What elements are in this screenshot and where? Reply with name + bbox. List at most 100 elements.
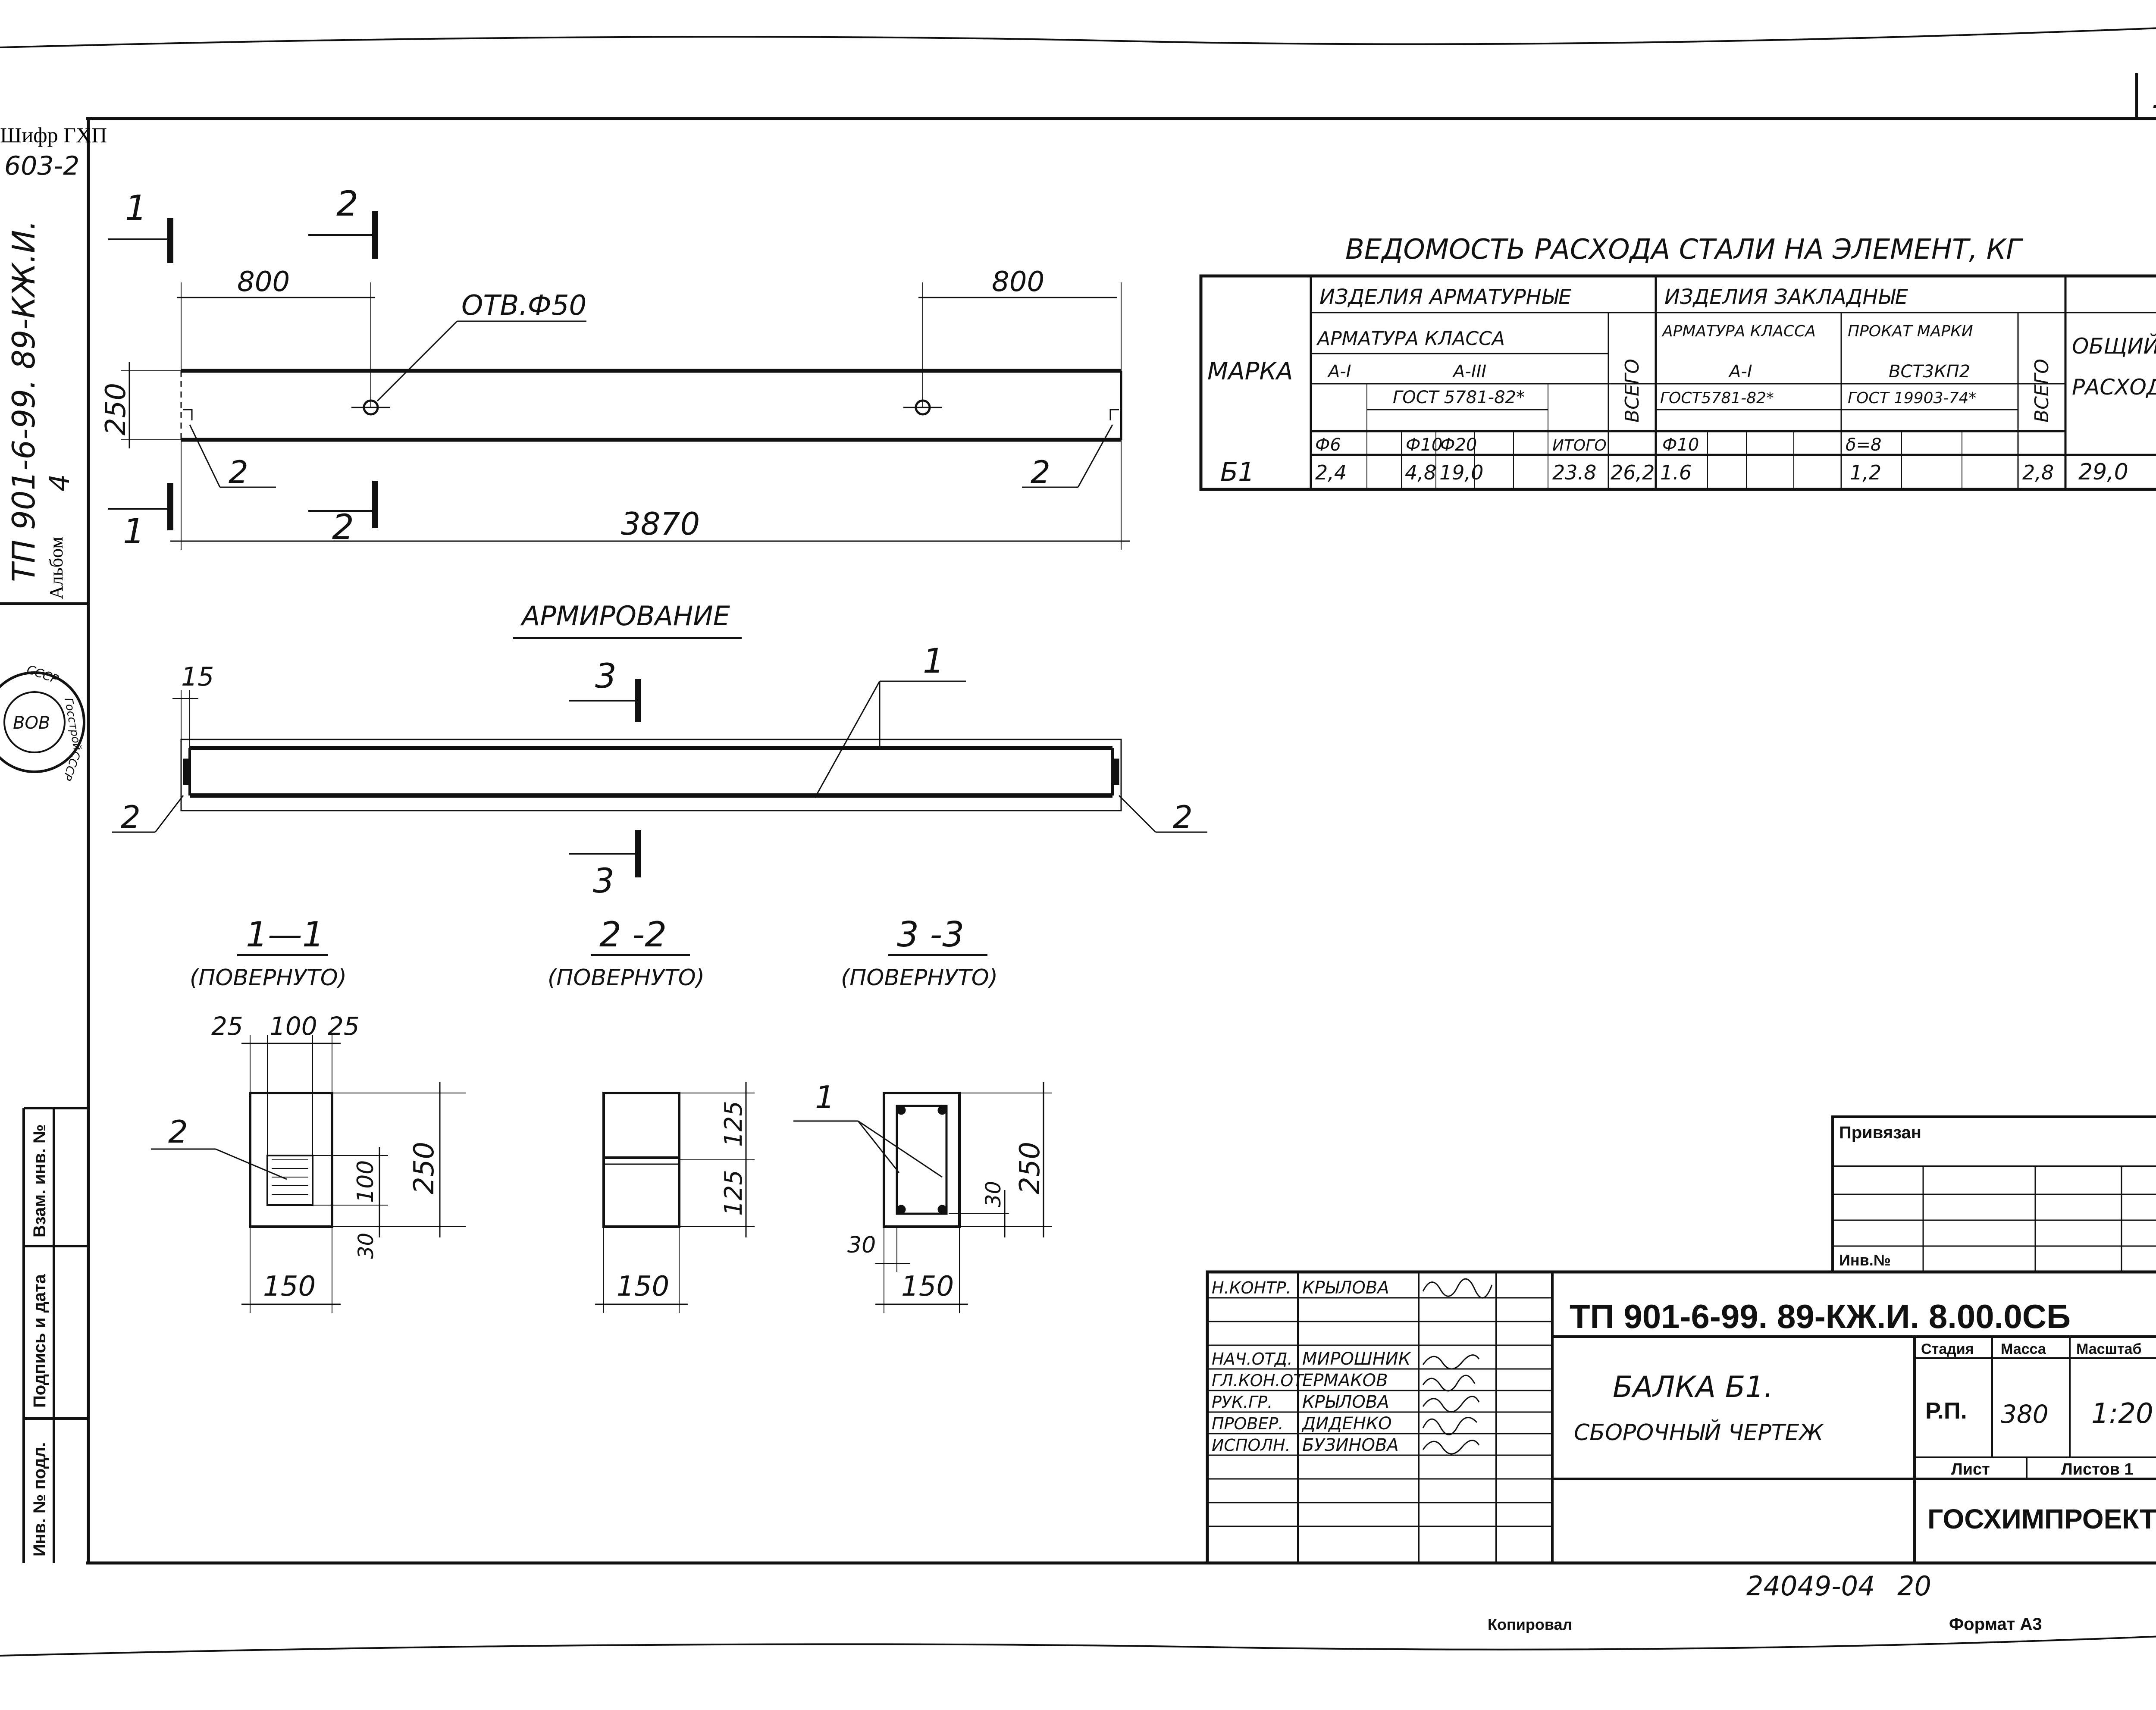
strip-label-replaced: Взам. инв. №	[30, 1124, 49, 1237]
s3-dim-30-v: 30	[981, 1181, 1006, 1207]
item-mark-right: 2	[1031, 454, 1050, 490]
stamp-text-3: ВОВ	[13, 713, 50, 733]
cell-f20: 19,0	[1439, 461, 1483, 484]
cell-emb-total: 2,8	[2022, 461, 2054, 484]
stage-label: Стадия	[1921, 1341, 1974, 1357]
dim-total-3870: 3870	[621, 506, 700, 542]
th-total-emb: ВСЕГО	[2031, 359, 2053, 423]
inv-label: Инв.№	[1839, 1251, 1891, 1269]
strip-label-original: Инв. № подл.	[30, 1442, 49, 1557]
sig-role-1: НАЧ.ОТД.	[1212, 1350, 1293, 1369]
reinf-section-mark-bottom: 3	[593, 862, 614, 901]
reinf-section-mark-top: 3	[595, 657, 617, 696]
mass-label: Масса	[2001, 1341, 2046, 1357]
s1-item-mark: 2	[168, 1114, 188, 1150]
main-title-block	[1206, 1270, 2156, 1565]
th-overall: ОБЩИЙ	[2072, 333, 2156, 359]
sig-role-2: ГЛ.КОН.ОТ	[1212, 1371, 1304, 1390]
cell-f10: 4,8	[1405, 461, 1436, 484]
s2-dim-125-top: 125	[720, 1101, 748, 1147]
s1-dim-25-left: 25	[211, 1012, 243, 1041]
th-rebar-items: ИЗДЕЛИЯ АРМАТУРНЫЕ	[1319, 285, 1572, 309]
sub-emb-f10: Ф10	[1662, 435, 1699, 455]
cell-rebar-total: 26,2	[1611, 461, 1655, 484]
cell-overall: 29,0	[2078, 459, 2128, 485]
dim-height-250: 250	[100, 383, 132, 435]
beam-elevation	[108, 211, 1130, 550]
th-embedded-items: ИЗДЕЛИЯ ЗАКЛАДНЫЕ	[1664, 285, 1908, 309]
sub-f10: Ф10	[1406, 435, 1442, 455]
bottom-page: 20	[1897, 1570, 1931, 1602]
sig-name-3: КРЫЛОВА	[1302, 1392, 1389, 1412]
s1-dim-100-v: 100	[353, 1160, 379, 1203]
doc-code: ТП 901-6-99. 89-КЖ.И. 8.00.0СБ	[1570, 1297, 2071, 1335]
sig-name-2: ЕРМАКОВ	[1302, 1371, 1388, 1391]
side-stamp: Шифр ГХП 603-2 ТП 901-6-99. 89-КЖ.И. Аль…	[0, 123, 107, 782]
s1-dim-100: 100	[270, 1012, 317, 1041]
dim-left-800: 800	[237, 266, 290, 298]
s2-dim-150: 150	[617, 1271, 669, 1303]
section-2-title: 2 -2	[599, 915, 667, 955]
steel-table-title: ВЕДОМОСТЬ РАСХОДА СТАЛИ НА ЭЛЕМЕНТ, КГ	[1345, 234, 2023, 266]
scale-value: 1:20	[2091, 1398, 2153, 1430]
left-binding-strip	[22, 1107, 88, 1563]
page-number: 19	[2152, 78, 2156, 116]
sig-name-0: КРЫЛОВА	[1302, 1278, 1389, 1298]
sig-name-5: БУЗИНОВА	[1302, 1435, 1399, 1455]
th-mark: МАРКА	[1207, 357, 1293, 385]
sig-role-0: Н.КОНТР.	[1212, 1278, 1291, 1297]
sig-role-4: ПРОВЕР.	[1212, 1414, 1283, 1433]
th-overall-2: РАСХОД	[2072, 375, 2156, 400]
sub-f6: Ф6	[1315, 435, 1341, 455]
side-album-label: Альбом	[46, 537, 67, 599]
bottom-number: 24049-04	[1746, 1570, 1875, 1602]
th-emb-gost-rebar: ГОСТ5781-82*	[1660, 389, 1774, 407]
sheet-label: Лист	[1951, 1460, 1990, 1478]
section-1-subtitle: (ПОВЕРНУТО)	[190, 965, 347, 991]
stage-value: Р.П.	[1925, 1398, 1967, 1424]
section-3-subtitle: (ПОВЕРНУТО)	[841, 965, 998, 991]
reinf-item-mark-2-right: 2	[1173, 799, 1193, 835]
reinforcement-title: АРМИРОВАНИЕ	[520, 600, 730, 632]
side-album-number: 4	[44, 474, 76, 492]
mass-value: 380	[2001, 1400, 2049, 1429]
s1-dim-150: 150	[263, 1271, 316, 1303]
scale-label: Масштаб	[2076, 1341, 2141, 1357]
organization: ГОСХИМПРОЕКТ	[1927, 1503, 2156, 1535]
format-label: Формат А3	[1949, 1615, 2042, 1634]
th-emb-steel: ВСТ3КП2	[1889, 362, 1970, 382]
sub-f20: Ф20	[1440, 435, 1477, 455]
sig-role-3: РУК.ГР.	[1212, 1393, 1272, 1412]
s1-dim-30: 30	[354, 1233, 378, 1259]
strip-label-signature: Подпись и дата	[30, 1274, 49, 1408]
section-3-3	[793, 1082, 1052, 1313]
s3-dim-30-h: 30	[847, 1232, 876, 1258]
item-mark-left: 2	[229, 454, 248, 490]
sig-name-4: ДИДЕНКО	[1301, 1414, 1392, 1434]
hole-label: ОТВ.Ф50	[461, 290, 586, 322]
tied-label: Привязан	[1839, 1123, 1921, 1142]
cell-rebar-subtotal: 23.8	[1552, 461, 1596, 484]
section-3-title: 3 -3	[897, 915, 964, 955]
cell-emb-plate: 1,2	[1850, 461, 1881, 484]
th-total-rebar: ВСЕГО	[1621, 359, 1643, 423]
th-class-a3: А-III	[1452, 362, 1486, 382]
stamp-text-0: СССР	[25, 662, 60, 687]
cell-f6: 2,4	[1315, 461, 1347, 484]
s3-item-mark: 1	[815, 1079, 835, 1115]
reinforcement-view	[112, 679, 1207, 877]
sig-role-5: ИСПОЛН.	[1212, 1436, 1291, 1455]
round-stamp	[0, 671, 85, 773]
th-emb-class-a1: А-I	[1728, 362, 1752, 382]
handwritten-signatures	[1422, 1278, 1493, 1455]
th-gost-rebar: ГОСТ 5781-82*	[1393, 388, 1525, 407]
row-mark: Б1	[1220, 457, 1254, 487]
section-mark-1-top: 1	[125, 188, 147, 228]
side-cipher-code: 603-2	[4, 151, 79, 181]
section-mark-2-bottom: 2	[332, 507, 354, 547]
reinf-item-mark-2-left: 2	[121, 799, 141, 835]
stamp-text-2: СССР	[60, 749, 82, 782]
element-title: БАЛКА Б1.	[1613, 1370, 1773, 1404]
cell-emb-f10: 1.6	[1660, 461, 1692, 484]
